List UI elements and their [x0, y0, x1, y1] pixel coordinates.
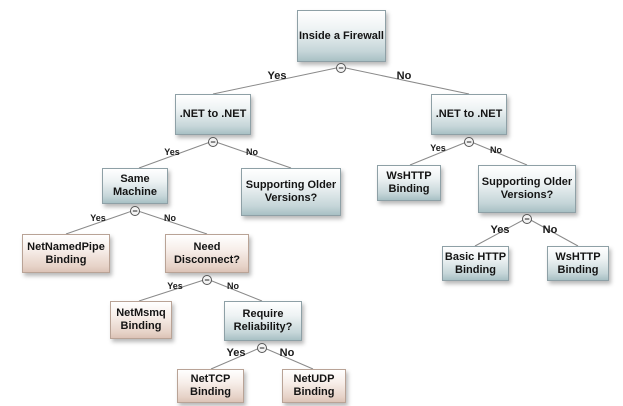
- edge-label-yes: Yes: [267, 70, 287, 82]
- edge-label-no: No: [279, 347, 295, 359]
- edge-label-yes: Yes: [490, 224, 510, 236]
- collapse-icon[interactable]: −: [522, 214, 532, 224]
- node-supporting-older-versions-right[interactable]: Supporting Older Versions?: [478, 165, 576, 213]
- collapse-icon[interactable]: −: [202, 275, 212, 285]
- collapse-icon[interactable]: −: [130, 206, 140, 216]
- node-same-machine[interactable]: Same Machine: [102, 168, 168, 204]
- edge-label-no: No: [396, 70, 412, 82]
- collapse-icon[interactable]: −: [336, 63, 346, 73]
- edge-label-yes: Yes: [164, 147, 180, 157]
- node-netmsmq-binding[interactable]: NetMsmq Binding: [110, 301, 172, 339]
- edge-label-no: No: [542, 224, 558, 236]
- node-netnamedpipe-binding[interactable]: NetNamedPipe Binding: [22, 234, 110, 273]
- node-net-to-net-right[interactable]: .NET to .NET: [431, 94, 507, 135]
- edge-label-no: No: [246, 147, 258, 157]
- edge-label-yes: Yes: [167, 281, 183, 291]
- edge-label-no: No: [490, 145, 502, 155]
- edge-label-no: No: [164, 213, 176, 223]
- collapse-icon[interactable]: −: [208, 137, 218, 147]
- edge-label-no: No: [227, 281, 239, 291]
- node-require-reliability[interactable]: Require Reliability?: [224, 301, 302, 341]
- node-netudp-binding[interactable]: NetUDP Binding: [282, 369, 346, 403]
- node-need-disconnect[interactable]: Need Disconnect?: [165, 234, 249, 273]
- edge-label-yes: Yes: [226, 347, 246, 359]
- node-nettcp-binding[interactable]: NetTCP Binding: [177, 369, 244, 403]
- node-supporting-older-versions-left[interactable]: Supporting Older Versions?: [241, 168, 341, 216]
- node-inside-a-firewall[interactable]: Inside a Firewall: [297, 10, 386, 62]
- node-net-to-net-left[interactable]: .NET to .NET: [175, 94, 251, 135]
- node-basic-http-binding[interactable]: Basic HTTP Binding: [442, 246, 509, 281]
- collapse-icon[interactable]: −: [464, 137, 474, 147]
- node-wshttp-binding-bottom[interactable]: WsHTTP Binding: [547, 246, 609, 281]
- collapse-icon[interactable]: −: [257, 343, 267, 353]
- edge-label-yes: Yes: [430, 143, 446, 153]
- edge-label-yes: Yes: [90, 213, 106, 223]
- node-wshttp-binding-top[interactable]: WsHTTP Binding: [377, 165, 441, 201]
